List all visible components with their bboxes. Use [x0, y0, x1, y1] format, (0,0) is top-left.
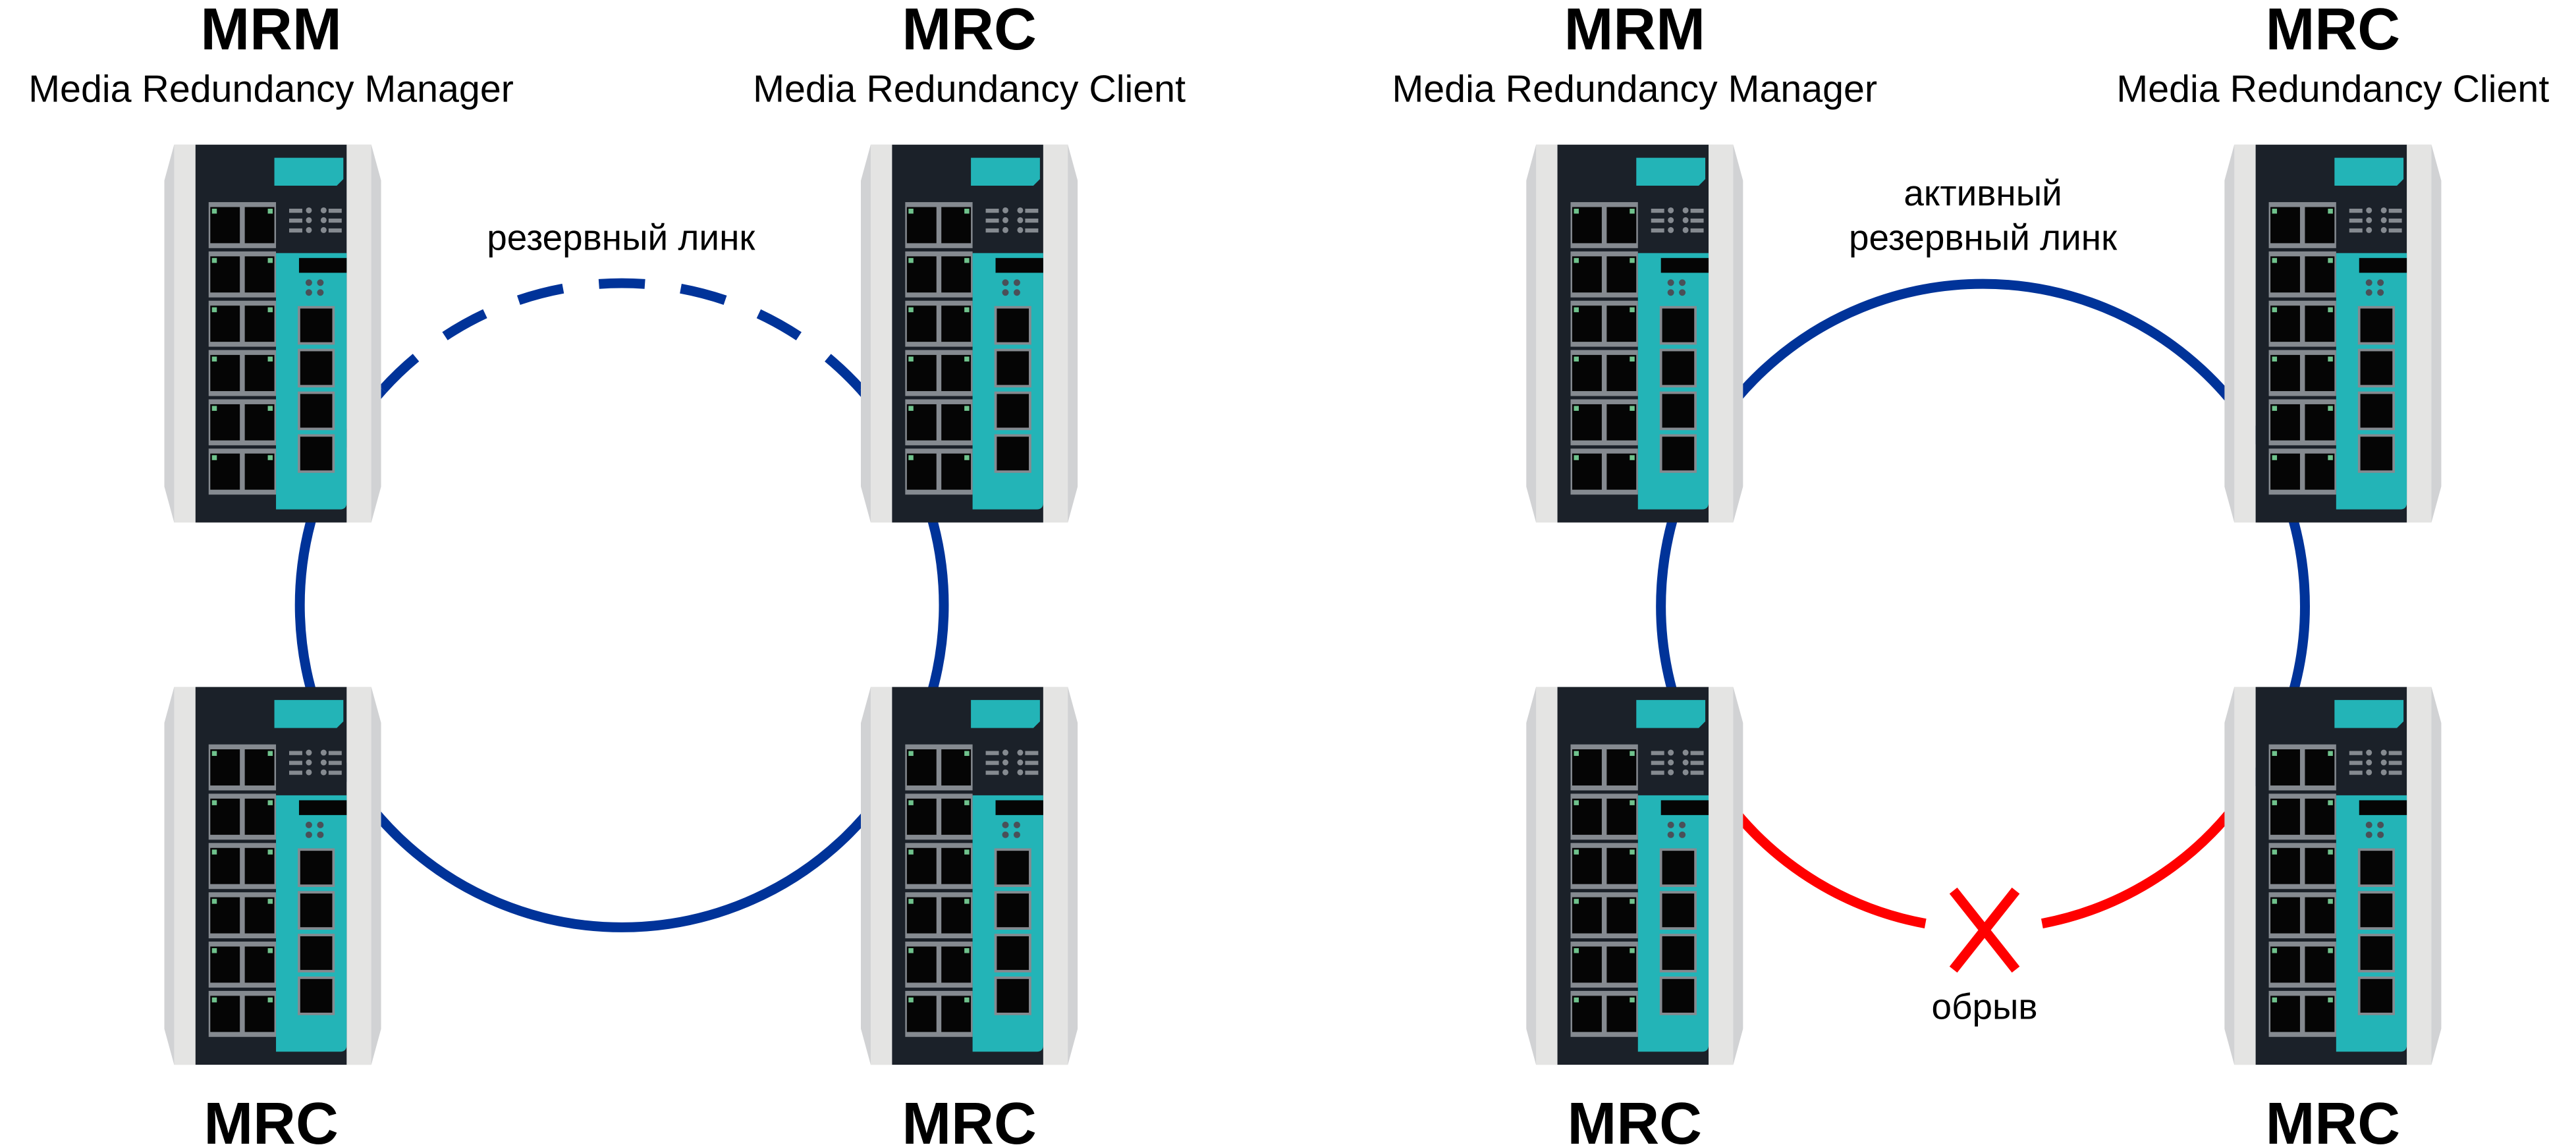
backup-link-dashed: [379, 278, 865, 393]
role-label: MRM: [200, 0, 341, 63]
switch-mrc-top: [2224, 145, 2441, 523]
role-label: MRC: [2266, 1091, 2400, 1147]
switch-mrm: [164, 145, 381, 523]
active-ring-link: [1656, 279, 2310, 809]
role-description: Media Redundancy Client: [753, 68, 1186, 111]
role-description: Media Redundancy Client: [2116, 68, 2549, 111]
broken-link-right: [2041, 802, 2240, 928]
role-label: MRC: [1568, 1091, 1702, 1147]
right-scheme: MRM Media Redundancy Manager MRC Media R…: [1392, 0, 2550, 1147]
active-link-label: активный: [1904, 173, 2062, 213]
switch-mrc-bottom-right: [2224, 687, 2441, 1065]
role-label: MRC: [2266, 0, 2400, 63]
role-label: MRM: [1564, 0, 1705, 63]
backup-link-label: резервный линк: [487, 217, 755, 257]
switch-mrc-bottom-right: [861, 687, 1078, 1065]
role-label: MRC: [204, 1091, 338, 1147]
role-description: Media Redundancy Manager: [28, 68, 514, 111]
role-description: Media Redundancy Manager: [1392, 68, 1878, 111]
break-x-icon: [1949, 888, 2020, 973]
break-label: обрыв: [1932, 986, 2038, 1027]
ring-link: [294, 386, 949, 932]
active-link-label: резервный линк: [1849, 217, 2118, 257]
switch-mrc-bottom-left: [164, 687, 381, 1065]
role-label: MRC: [902, 1091, 1036, 1147]
role-label: MRC: [902, 0, 1036, 63]
switch-mrm: [1526, 145, 1743, 523]
switch-mrc-top: [861, 145, 1078, 523]
broken-link-left: [1726, 802, 1927, 928]
switch-mrc-bottom-left: [1526, 687, 1743, 1065]
left-scheme: MRM Media Redundancy Manager MRC Media R…: [28, 0, 1186, 1147]
